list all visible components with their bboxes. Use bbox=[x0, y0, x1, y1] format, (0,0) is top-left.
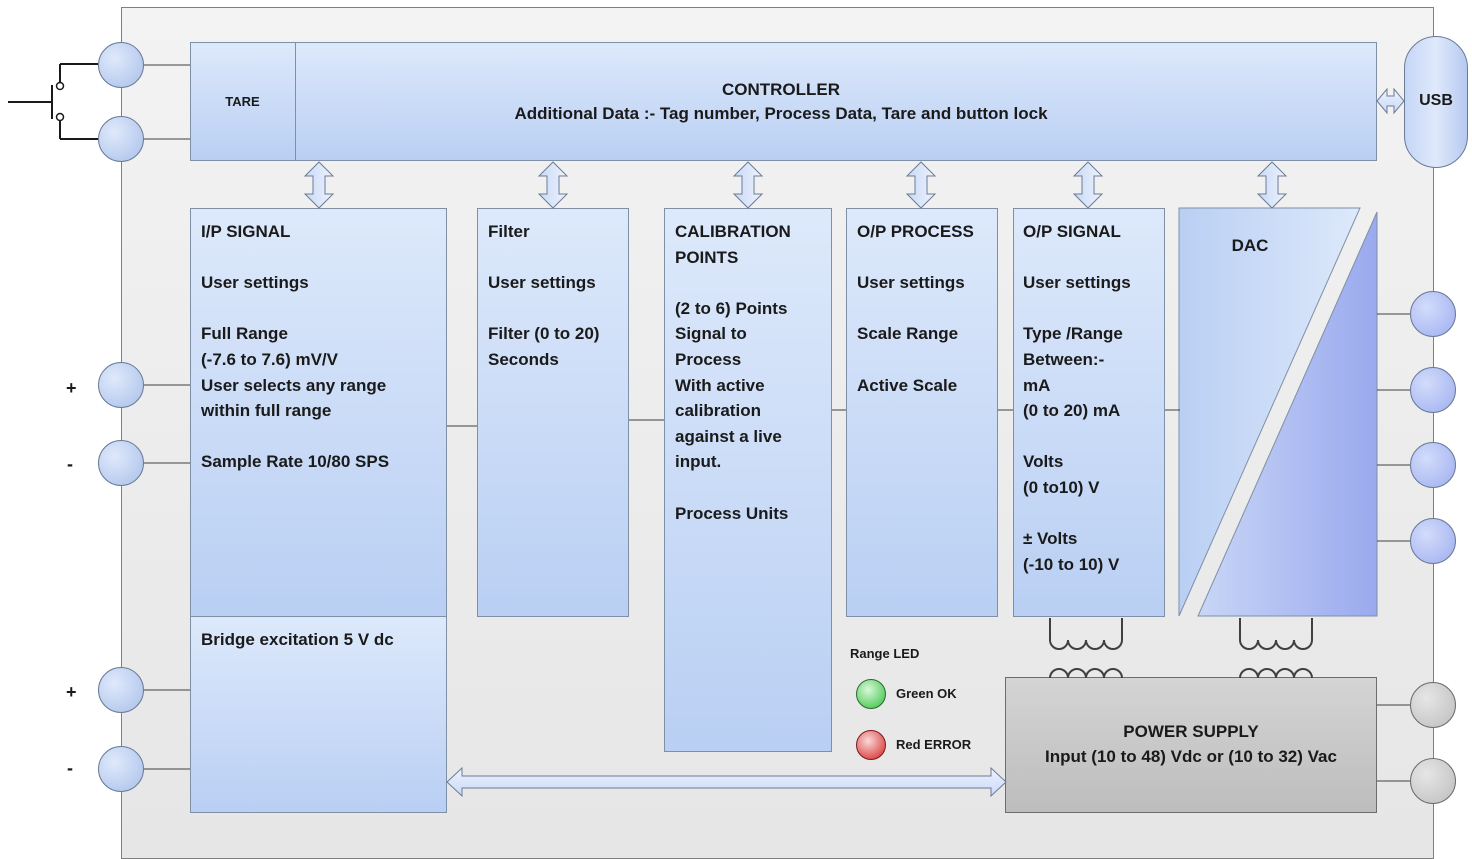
tare-label: TARE bbox=[225, 94, 260, 109]
tare-terminal-bottom bbox=[98, 116, 144, 162]
op-signal-text: O/P SIGNAL User settings Type /Range Bet… bbox=[1023, 222, 1131, 574]
output-terminal-2 bbox=[1410, 367, 1456, 413]
tare-terminal-top bbox=[98, 42, 144, 88]
controller-subtitle: Additional Data :- Tag number, Process D… bbox=[514, 104, 1048, 123]
excitation-minus-sign: - bbox=[67, 758, 73, 778]
green-led-icon bbox=[856, 679, 886, 709]
power-bus-arrow bbox=[446, 766, 1007, 798]
input-plus-sign: + bbox=[66, 378, 77, 398]
power-supply-subtitle: Input (10 to 48) Vdc or (10 to 32) Vac bbox=[1045, 747, 1337, 766]
excitation-plus-terminal bbox=[98, 667, 144, 713]
filter-block bbox=[477, 208, 629, 617]
output-terminal-3 bbox=[1410, 442, 1456, 488]
tare-switch-icon bbox=[8, 63, 98, 140]
usb-arrow-icon bbox=[1376, 87, 1405, 115]
bridge-excitation-block bbox=[190, 616, 447, 813]
controller-block bbox=[190, 42, 1377, 161]
calibration-block bbox=[664, 208, 832, 752]
calibration-text: CALIBRATION POINTS (2 to 6) Points Signa… bbox=[675, 222, 791, 523]
controller-bus-arrows bbox=[303, 161, 1288, 209]
output-terminal-1 bbox=[1410, 291, 1456, 337]
input-minus-sign: - bbox=[67, 454, 73, 474]
power-supply-title: POWER SUPPLY bbox=[1123, 722, 1259, 741]
input-plus-terminal bbox=[98, 362, 144, 408]
power-terminal-2 bbox=[1410, 758, 1456, 804]
input-minus-terminal bbox=[98, 440, 144, 486]
filter-text: Filter User settings Filter (0 to 20) Se… bbox=[488, 222, 600, 369]
tare-divider bbox=[295, 42, 296, 161]
excitation-plus-sign: + bbox=[66, 682, 77, 702]
red-led-label: Red ERROR bbox=[896, 737, 972, 752]
ip-signal-block bbox=[190, 208, 447, 617]
excitation-minus-terminal bbox=[98, 746, 144, 792]
controller-title: CONTROLLER bbox=[721, 80, 841, 99]
ip-signal-text: I/P SIGNAL User settings Full Range (-7.… bbox=[201, 222, 390, 472]
transformer-icons bbox=[1049, 618, 1313, 679]
dac-upper-triangle bbox=[1178, 207, 1361, 617]
dac-label: DAC bbox=[1231, 236, 1269, 255]
green-led-label: Green OK bbox=[896, 686, 957, 701]
power-supply-block bbox=[1005, 677, 1377, 813]
op-signal-block bbox=[1013, 208, 1165, 617]
red-led-icon bbox=[856, 730, 886, 760]
op-process-block bbox=[846, 208, 998, 617]
usb-label: USB bbox=[1419, 92, 1453, 109]
dac-lower-triangle bbox=[1197, 211, 1378, 617]
dac-block bbox=[1178, 207, 1378, 617]
bridge-excitation-text: Bridge excitation 5 V dc bbox=[201, 630, 394, 649]
range-led-title: Range LED bbox=[850, 646, 920, 661]
op-process-text: O/P PROCESS User settings Scale Range Ac… bbox=[857, 222, 974, 395]
usb-port bbox=[1404, 36, 1468, 168]
output-terminal-4 bbox=[1410, 518, 1456, 564]
power-terminal-1 bbox=[1410, 682, 1456, 728]
